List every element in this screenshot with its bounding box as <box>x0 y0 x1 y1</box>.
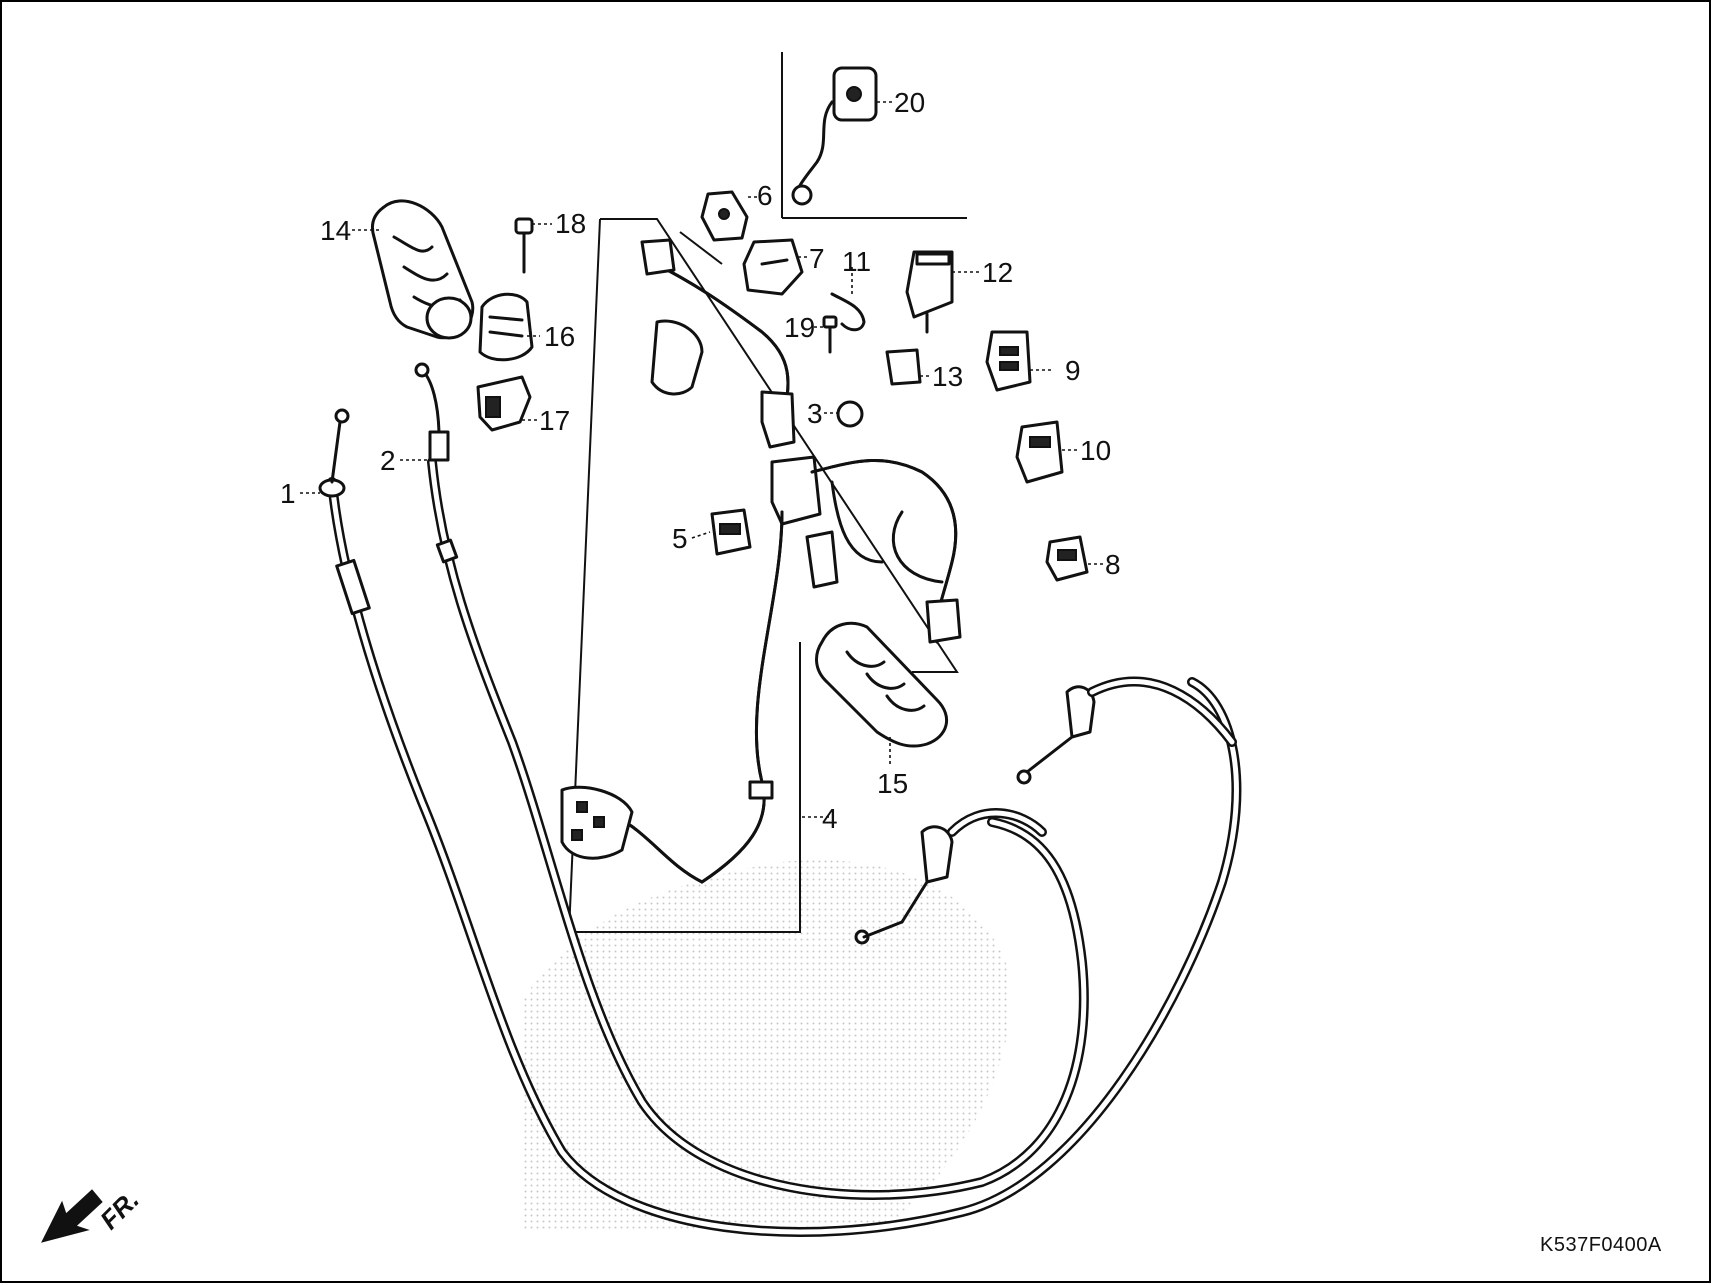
part-17-housing <box>476 375 532 432</box>
part-6-switch <box>700 190 749 242</box>
callout-12: 12 <box>982 257 1014 288</box>
callout-20: 20 <box>894 87 926 118</box>
callout-5: 5 <box>672 523 688 554</box>
part-20-switch <box>791 66 878 206</box>
callout-17: 17 <box>539 405 571 436</box>
cable-end-right-lower <box>854 808 1047 945</box>
callout-14: 14 <box>320 215 352 246</box>
callout-1: 1 <box>280 478 296 509</box>
part-14-left-grip <box>370 199 475 340</box>
cable-end-right-upper <box>1016 676 1237 785</box>
cable-1 <box>318 408 1242 1237</box>
cable-2 <box>414 362 1089 1200</box>
part-16-housing <box>478 292 534 362</box>
part-18-bolt <box>514 217 534 274</box>
part-12-relay <box>905 250 954 334</box>
part-3-grommet <box>836 400 864 428</box>
part-7-switch <box>742 238 804 296</box>
part-5-connector <box>710 508 752 556</box>
subassembly-box <box>600 218 959 673</box>
callout-8: 8 <box>1105 549 1121 580</box>
part-15-right-grip <box>815 621 948 748</box>
reference-code: K537F0400A <box>1540 1234 1662 1256</box>
part-13-pad <box>885 348 922 386</box>
callout-16: 16 <box>544 321 576 352</box>
part-11-clip <box>830 292 866 332</box>
front-direction-arrow <box>41 1189 103 1243</box>
callout-4: 4 <box>822 803 838 834</box>
callout-7: 7 <box>809 243 825 274</box>
callout-19: 19 <box>784 312 816 343</box>
part-19-screw <box>822 315 838 354</box>
shadow-area <box>522 860 1011 1232</box>
callout-11: 11 <box>842 246 872 277</box>
part-4-harness <box>560 238 962 884</box>
callout-18: 18 <box>555 208 587 239</box>
callout-2: 2 <box>380 445 396 476</box>
callout-6: 6 <box>757 180 773 211</box>
part-10-connector <box>1015 420 1064 484</box>
callout-15: 15 <box>877 768 909 799</box>
callout-9: 9 <box>1065 355 1081 386</box>
callout-10: 10 <box>1080 435 1112 466</box>
callout-13: 13 <box>932 361 964 392</box>
part-8-connector <box>1045 535 1089 582</box>
part-9-connector <box>985 330 1032 392</box>
callout-3: 3 <box>807 398 823 429</box>
